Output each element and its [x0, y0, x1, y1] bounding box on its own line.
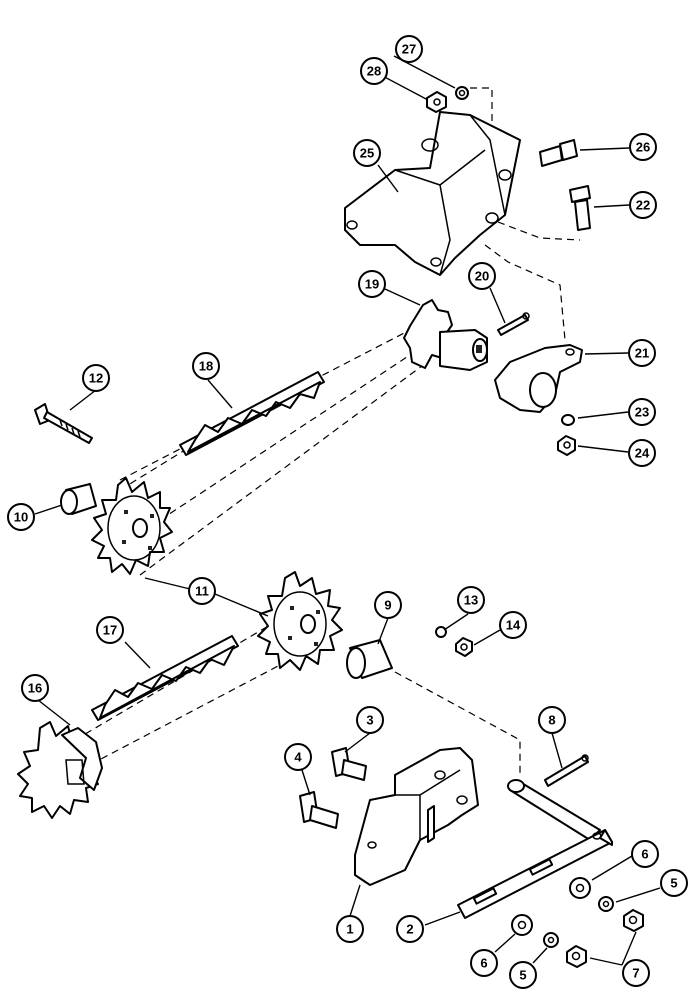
chain-18-part: [179, 371, 325, 456]
nut-7b-part: [566, 945, 587, 968]
svg-text:5: 5: [519, 968, 526, 983]
bolt-4-part: [299, 791, 339, 829]
callout-13: 13: [457, 586, 485, 614]
callout-1: 1: [336, 915, 364, 943]
lock-washer-5b-part: [543, 932, 559, 948]
svg-text:18: 18: [199, 359, 213, 374]
lock-washer-5a-part: [598, 896, 614, 912]
callout-14: 14: [499, 611, 527, 639]
svg-text:11: 11: [195, 584, 209, 599]
svg-text:2: 2: [406, 922, 413, 937]
sprocket-11-upper-part: [91, 477, 173, 575]
bolt-26-part: [539, 139, 578, 167]
callout-22: 22: [629, 191, 657, 219]
callout-5-upper: 5: [660, 869, 688, 897]
svg-text:27: 27: [402, 42, 416, 57]
svg-text:4: 4: [294, 750, 302, 765]
svg-text:5: 5: [670, 876, 677, 891]
clamp-bearing-21-part: [494, 344, 583, 413]
bolt-12-part: [34, 403, 93, 444]
callout-9: 9: [374, 591, 402, 619]
callout-4: 4: [284, 743, 312, 771]
callout-16: 16: [21, 674, 49, 702]
callout-3: 3: [356, 706, 384, 734]
callout-25: 25: [353, 139, 381, 167]
lock-washer-13-part: [435, 626, 447, 638]
svg-text:3: 3: [366, 713, 373, 728]
svg-text:10: 10: [14, 510, 28, 525]
svg-text:17: 17: [103, 623, 117, 638]
bolt-22-part: [569, 185, 591, 231]
callout-6-lower: 6: [470, 949, 498, 977]
svg-text:20: 20: [475, 269, 489, 284]
flat-washer-6a-part: [569, 877, 591, 899]
callout-20: 20: [468, 262, 496, 290]
svg-text:9: 9: [384, 598, 391, 613]
svg-text:25: 25: [360, 146, 374, 161]
leader-lines: [34, 55, 661, 966]
callout-7: 7: [622, 959, 650, 987]
cotter-pin-20-part: [497, 312, 530, 336]
bushing-10-part: [60, 483, 97, 515]
nut-7a-part: [623, 909, 644, 932]
svg-text:22: 22: [636, 198, 650, 213]
callout-17: 17: [96, 616, 124, 644]
svg-text:24: 24: [635, 446, 650, 461]
svg-text:8: 8: [548, 713, 555, 728]
callout-12: 12: [82, 364, 110, 392]
chain-17-part: [91, 635, 239, 721]
svg-text:26: 26: [636, 140, 650, 155]
svg-text:23: 23: [635, 405, 649, 420]
bracket-housing-part: [344, 111, 521, 276]
assembly-lines: [74, 87, 581, 775]
callout-10: 10: [7, 503, 35, 531]
lock-washer-27-part: [455, 86, 469, 100]
sprocket-11-lower-part: [257, 571, 343, 671]
callout-11: 11: [188, 577, 216, 605]
callout-18: 18: [192, 352, 220, 380]
callout-23: 23: [628, 398, 656, 426]
svg-text:28: 28: [367, 64, 381, 79]
callout-26: 26: [629, 133, 657, 161]
svg-text:19: 19: [365, 277, 379, 292]
callout-28: 28: [360, 57, 388, 85]
callout-27: 27: [395, 35, 423, 63]
mounting-bracket-1-part: [354, 747, 479, 886]
svg-text:16: 16: [28, 681, 42, 696]
callout-6-upper: 6: [631, 840, 659, 868]
nut-28-part: [426, 91, 447, 113]
callout-24: 24: [628, 439, 656, 467]
nut-24-part: [557, 435, 576, 456]
bolt-3-part: [331, 747, 367, 781]
shaft-bar-2-part: [457, 779, 613, 919]
callout-2: 2: [396, 915, 424, 943]
flat-washer-6b-part: [511, 914, 533, 936]
svg-text:7: 7: [632, 966, 639, 981]
svg-text:13: 13: [464, 593, 478, 608]
bushing-9-part: [346, 639, 393, 679]
svg-text:14: 14: [506, 618, 521, 633]
callout-19: 19: [358, 270, 386, 298]
callout-21: 21: [628, 339, 656, 367]
svg-text:12: 12: [89, 371, 103, 386]
svg-text:21: 21: [635, 346, 649, 361]
drive-sprocket-19-part: [403, 299, 488, 371]
callout-5-lower: 5: [509, 961, 537, 989]
cotter-pin-8-part: [544, 754, 589, 787]
idler-sprocket-16-part: [17, 721, 103, 819]
callout-8: 8: [538, 706, 566, 734]
nut-14-part: [455, 637, 473, 657]
lock-washer-23-part: [561, 414, 575, 426]
svg-text:6: 6: [480, 956, 487, 971]
svg-text:6: 6: [641, 847, 648, 862]
svg-text:1: 1: [346, 922, 353, 937]
